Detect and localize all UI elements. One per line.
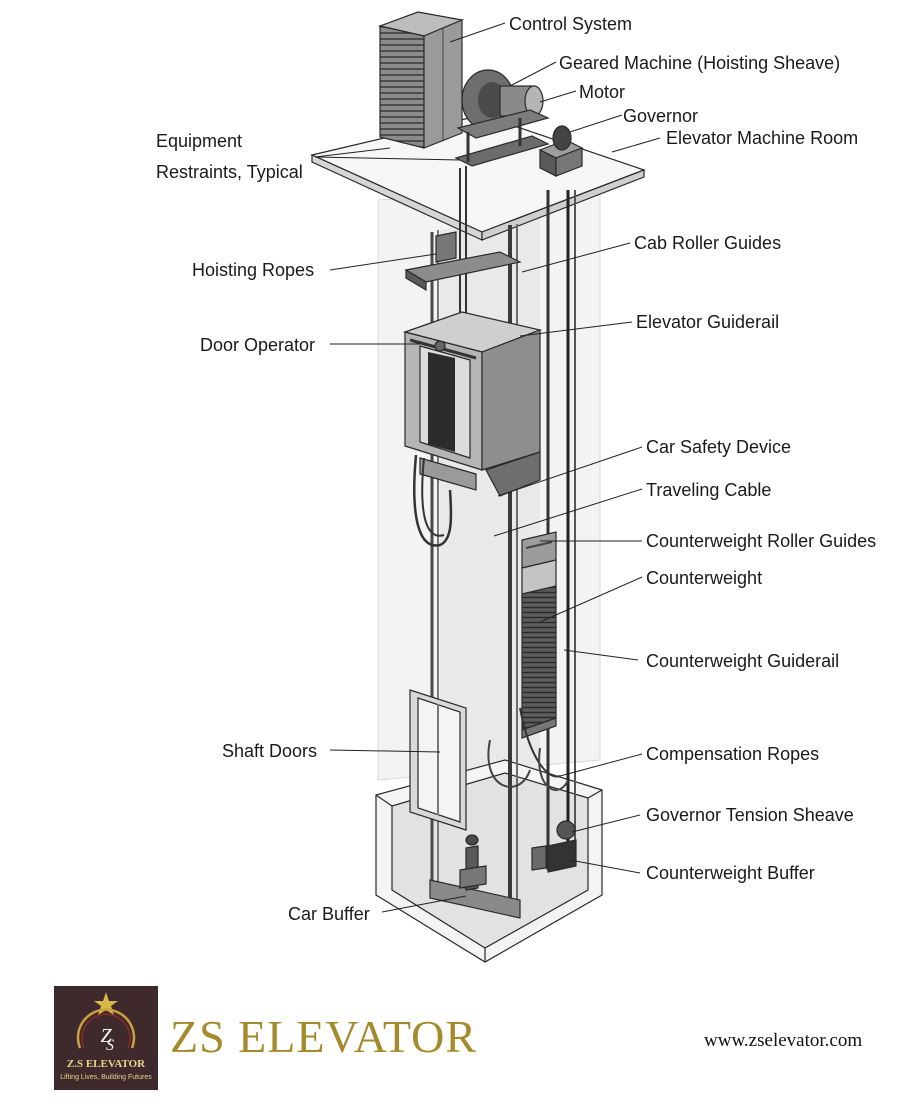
label-shaft-doors: Shaft Doors (222, 741, 317, 761)
label-cab-roller-guides: Cab Roller Guides (634, 233, 781, 253)
pit-equipment (429, 820, 577, 919)
control-system-cabinet (377, 11, 465, 149)
geared-machine (454, 69, 550, 167)
label-elevator-guiderail: Elevator Guiderail (636, 312, 779, 332)
label-door-operator: Door Operator (200, 335, 315, 355)
label-cw-buffer: Counterweight Buffer (646, 863, 815, 883)
label-geared-machine: Geared Machine (Hoisting Sheave) (559, 53, 840, 73)
brand-logo: Z S Z.S ELEVATOR Lifting Lives, Building… (54, 986, 158, 1090)
elevator-car (402, 311, 543, 497)
shaft-door (409, 689, 467, 831)
logo-emblem-icon: Z S (76, 992, 136, 1054)
label-equipment: Equipment (156, 131, 242, 151)
svg-text:S: S (106, 1037, 114, 1054)
car-crosshead (404, 231, 522, 292)
label-cw-roller-guides: Counterweight Roller Guides (646, 531, 876, 551)
traveling-cable (413, 454, 453, 547)
label-traveling-cable: Traveling Cable (646, 480, 771, 500)
label-control-system: Control System (509, 14, 632, 34)
governor-unit (538, 125, 584, 177)
label-restraints: Restraints, Typical (156, 162, 303, 182)
label-motor: Motor (579, 82, 625, 102)
brand-name: ZS ELEVATOR (170, 1011, 478, 1062)
website-url: www.zselevator.com (704, 1030, 863, 1051)
leader-lines (314, 22, 661, 913)
label-cw-guiderail: Counterweight Guiderail (646, 651, 839, 671)
label-car-safety-device: Car Safety Device (646, 437, 791, 457)
label-compensation-ropes: Compensation Ropes (646, 744, 819, 764)
component-labels: Control System Geared Machine (Hoisting … (156, 14, 876, 924)
label-counterweight: Counterweight (646, 568, 762, 588)
label-governor: Governor (623, 106, 698, 126)
label-hoisting-ropes: Hoisting Ropes (192, 260, 314, 280)
label-machine-room: Elevator Machine Room (666, 128, 858, 148)
label-governor-tension-sheave: Governor Tension Sheave (646, 805, 854, 825)
compensation-ropes (487, 739, 569, 791)
label-car-buffer: Car Buffer (288, 904, 370, 924)
logo-tagline: Lifting Lives, Building Futures (60, 1074, 152, 1081)
svg-text:Z: Z (100, 1025, 112, 1047)
logo-name-text: Z.S ELEVATOR (66, 1058, 146, 1070)
